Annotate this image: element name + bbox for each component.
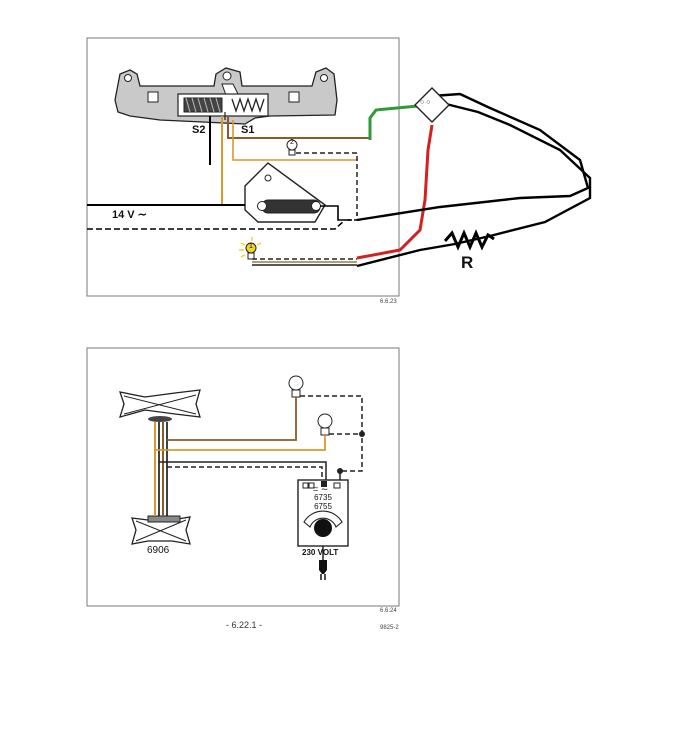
figure-code-bottom: 6.6.24 xyxy=(380,608,397,614)
mains-voltage-label: 230 VOLT xyxy=(302,548,339,557)
bottom-lamps xyxy=(155,375,365,480)
lamp-2-marker: 2 xyxy=(290,139,294,146)
shaft-wires xyxy=(154,422,168,516)
bridge-rectifier xyxy=(414,87,450,123)
lamp-1-marker: 1 xyxy=(249,243,253,250)
switch-s1-label: S1 xyxy=(241,124,255,136)
transformer xyxy=(297,479,349,580)
resistor-r xyxy=(443,229,495,251)
bottom-diagram-frame xyxy=(86,347,400,607)
transformer-model-6735: 6735 xyxy=(314,493,332,502)
print-code: 9825-2 xyxy=(380,625,399,631)
motor-6906 xyxy=(131,515,191,545)
added-wiring xyxy=(356,92,592,268)
transformer-output-symbols: = ∼ xyxy=(313,484,329,494)
resistor-label: R xyxy=(461,253,474,272)
figure-code-top: 6.6.23 xyxy=(380,299,397,305)
page-number: - 6.22.1 - xyxy=(226,620,263,630)
switch-s2-label: S2 xyxy=(192,124,206,136)
supply-voltage-label: 14 V ∼ xyxy=(112,209,147,221)
bridge-label: ○ ○ xyxy=(420,99,431,106)
lamp-2 xyxy=(286,139,358,210)
control-device xyxy=(244,162,352,223)
motor-label: 6906 xyxy=(147,545,170,556)
upper-mechanism xyxy=(119,389,201,422)
lamp-1 xyxy=(239,237,357,266)
transformer-model-6755: 6755 xyxy=(314,502,332,511)
switch-block xyxy=(177,93,269,120)
